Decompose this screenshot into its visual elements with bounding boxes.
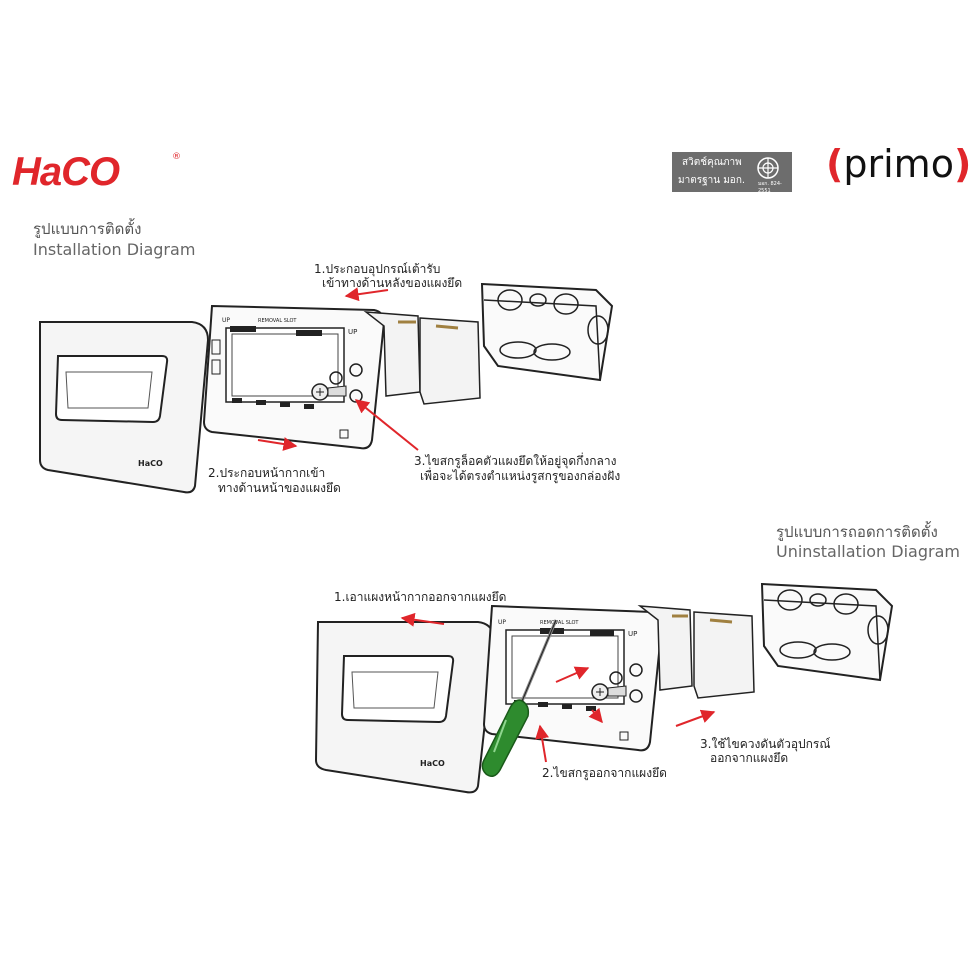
cover-plate-uninstall: HaCO <box>314 621 496 794</box>
cert-line-1: สวิตช์คุณภาพ <box>682 157 742 168</box>
arrow-step1 <box>344 287 389 302</box>
primo-text: primo <box>843 142 954 186</box>
back-box <box>480 282 614 382</box>
arrow-uninstall-step1 <box>400 612 445 627</box>
uninstallation-title-en: Uninstallation Diagram <box>776 542 960 561</box>
arrow-uninstall-step2 <box>535 724 549 763</box>
arrow-uninstall-step2-up <box>555 666 590 683</box>
up-label-uninstall: UP <box>498 619 506 626</box>
installation-title-th: รูปแบบการติดตั้ง <box>33 220 142 238</box>
arrow-uninstall-screw <box>588 707 603 724</box>
install-step1-line2: เข้าทางด้านหลังของแผงยึด <box>322 276 463 290</box>
screw-icon <box>311 383 347 401</box>
socket-modules-uninstall <box>637 605 755 699</box>
install-step2-line1: 2.ประกอบหน้ากากเข้า <box>208 466 326 480</box>
plate-logo-uninstall: HaCO <box>420 759 445 768</box>
up-label: UP <box>222 317 230 324</box>
plate-logo: HaCO <box>138 459 163 468</box>
install-step3-line1: 3.ไขสกรูล็อคตัวแผงยึดให้อยู่จุดกึ่งกลาง <box>414 454 617 468</box>
uninstall-step3-line1: 3.ใช้ไขควงดันตัวอุปกรณ์ <box>700 737 831 751</box>
arrow-step2 <box>257 437 298 451</box>
quality-cert-badge: สวิตช์คุณภาพ มาตรฐาน มอก. มอก. 824-2551 <box>672 152 792 194</box>
installation-title-en: Installation Diagram <box>33 240 196 259</box>
uninstall-step1: 1.เอาแผงหน้ากากออกจากแผงยึด <box>334 590 507 604</box>
cert-line-2: มาตรฐาน มอก. <box>678 175 746 186</box>
install-step1-line1: 1.ประกอบอุปกรณ์เต้ารับ <box>314 262 441 276</box>
up-label-right: UP <box>348 328 357 336</box>
mounting-frame: UP REMOVAL SLOT UP <box>202 304 386 450</box>
screw-icon-uninstall <box>591 683 627 701</box>
cover-plate: HaCO <box>39 321 210 494</box>
removal-slot-label-uninstall: REMOVAL SLOT <box>540 620 579 626</box>
tis-mark-icon <box>757 157 779 179</box>
up-label-right-uninstall: UP <box>628 630 637 638</box>
arrow-uninstall-step3 <box>675 709 716 727</box>
haco-logo: HaCO <box>12 150 120 194</box>
uninstall-step3-line2: ออกจากแผงยึด <box>710 751 789 765</box>
uninstallation-title-th: รูปแบบการถอดการติดตั้ง <box>776 523 938 541</box>
screwdriver-icon <box>481 619 558 777</box>
registered-mark: ® <box>172 152 181 162</box>
removal-slot-label: REMOVAL SLOT <box>258 318 297 324</box>
arrow-step3 <box>354 399 419 451</box>
back-box-uninstall <box>760 582 894 682</box>
cert-standard: มอก. 824-2551 <box>758 181 782 194</box>
socket-modules <box>363 311 481 405</box>
primo-logo: (primo) <box>826 142 971 186</box>
uninstall-step2: 2.ไขสกรูออกจากแผงยึด <box>542 766 667 780</box>
install-step3-line2: เพื่อจะได้ตรงตำแหน่งรูสกรูของกล่องฝัง <box>420 469 621 483</box>
install-step2-line2: ทางด้านหน้าของแผงยึด <box>218 481 341 495</box>
